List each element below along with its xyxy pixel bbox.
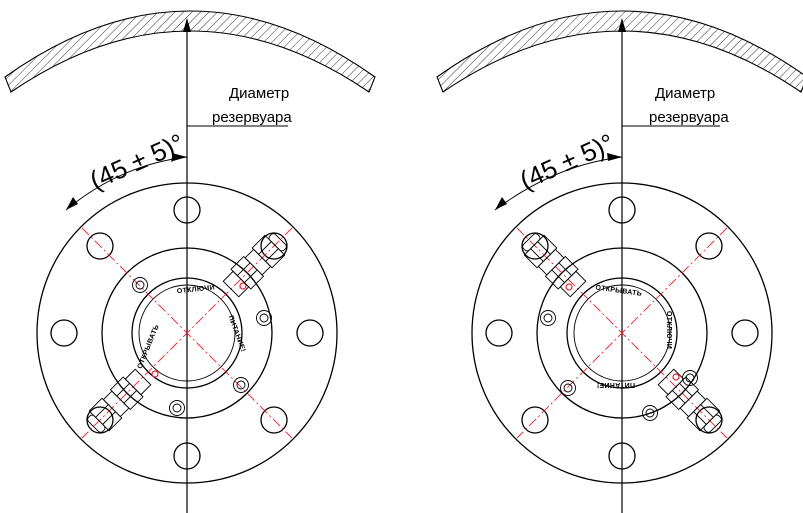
flange-outer-circle bbox=[471, 182, 773, 484]
diameter-label-line2: резервуара bbox=[649, 109, 729, 126]
angle-dimension-text: (45 ± 5)° bbox=[85, 127, 188, 195]
view-left: Диаметр резервуара (45 ± 5)° bbox=[4, 10, 376, 513]
axis-arrowhead bbox=[618, 18, 626, 32]
stamp-disconnect: ОТКЛЮЧИ bbox=[177, 284, 216, 295]
flange-outer-circle bbox=[36, 182, 338, 484]
diameter-label-line1: Диаметр bbox=[655, 85, 715, 102]
stamp-open: ОТКРЫВАТЬ bbox=[137, 324, 161, 370]
arc-arrow-top bbox=[172, 153, 187, 161]
cover-circle bbox=[131, 277, 243, 389]
screws bbox=[540, 310, 698, 421]
bolt-holes bbox=[50, 196, 324, 470]
angle-dimension-arc bbox=[65, 156, 188, 211]
housing-circle bbox=[536, 247, 708, 419]
centerline-diag-2 bbox=[81, 227, 293, 439]
stamp-disconnect: ОТКЛЮЧИ bbox=[665, 311, 672, 349]
tank-wall-hatched bbox=[4, 10, 376, 93]
axis-arrowhead bbox=[183, 18, 191, 32]
cover-inner-circle bbox=[573, 284, 671, 382]
diameter-label-line2: резервуара bbox=[212, 109, 292, 126]
housing-circle bbox=[101, 247, 273, 419]
cover-inner-circle bbox=[138, 284, 236, 382]
centerline-diag-2 bbox=[516, 227, 728, 439]
arc-arrow-bottom bbox=[66, 197, 78, 210]
arc-arrow-bottom bbox=[495, 197, 507, 210]
diameter-label-line1: Диаметр bbox=[229, 85, 289, 102]
cover-circle bbox=[566, 277, 678, 389]
bolt-holes bbox=[485, 196, 759, 470]
angle-dimension-arc bbox=[494, 156, 623, 211]
stamp-power: ПИТАНИЕ! bbox=[597, 381, 635, 388]
arc-arrow-top bbox=[607, 153, 622, 161]
red-dot-markers bbox=[565, 283, 680, 381]
angle-dimension-text: (45 ± 5)° bbox=[515, 127, 618, 195]
stamp-power: ПИТАНИЕ! bbox=[227, 315, 247, 354]
view-right: Диаметр резервуара (45 ± 5)° bbox=[436, 10, 803, 513]
red-dot-markers bbox=[151, 282, 247, 378]
tank-wall-hatched bbox=[436, 10, 803, 93]
